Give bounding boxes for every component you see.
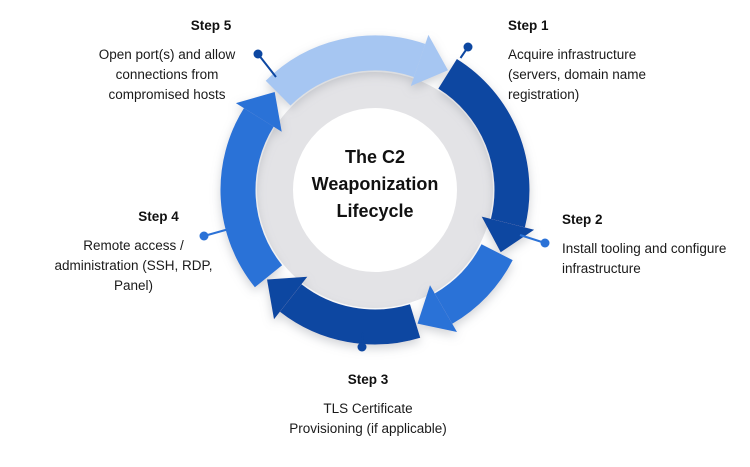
step-1-description: Acquire infrastructure (servers, domain … (508, 47, 647, 102)
cycle-arrow-head (410, 34, 448, 86)
connector-dot (357, 342, 367, 352)
step-5-label: Step 5 (190, 18, 232, 33)
cycle-arrow-head (267, 276, 308, 320)
diagram-title: The C2 Weaponization Lifecycle (311, 147, 439, 221)
cycle-arrow-head (235, 92, 282, 132)
cycle-arrow-segment (220, 108, 283, 288)
cycle-arrow-head (417, 285, 457, 332)
step-1-label: Step 1 (508, 18, 549, 33)
connector-dot (540, 238, 550, 248)
step-4-label: Step 4 (138, 209, 179, 224)
connector-dot (463, 42, 473, 52)
step-1: Step 1 Acquire infrastructure (servers, … (508, 18, 718, 105)
cycle-arrow-segment (265, 35, 426, 106)
connector-line (257, 53, 277, 78)
connector-dot (199, 231, 209, 241)
step-3-description: TLS Certificate Provisioning (if applica… (289, 401, 447, 436)
step-2: Step 2 Install tooling and configure inf… (562, 212, 750, 279)
inner-gray-ring (257, 72, 493, 308)
step-5: Step 5 Open port(s) and allow connection… (88, 18, 246, 105)
cycle-arrow-head (481, 216, 535, 253)
step-2-description: Install tooling and configure infrastruc… (562, 241, 727, 276)
step-3-label: Step 3 (347, 372, 389, 387)
cycle-arrow-segment (437, 58, 530, 228)
cycle-arrow-segment (279, 283, 421, 345)
step-5-description: Open port(s) and allow connections from … (98, 47, 236, 102)
step-2-label: Step 2 (562, 212, 603, 227)
connector-dot (253, 49, 263, 59)
cycle-arrow-segment (434, 243, 513, 324)
step-4: Step 4 Remote access / administration (S… (26, 209, 241, 296)
step-3: Step 3 TLS Certificate Provisioning (if … (268, 372, 468, 439)
step-4-description: Remote access / administration (SSH, RDP… (54, 238, 213, 293)
